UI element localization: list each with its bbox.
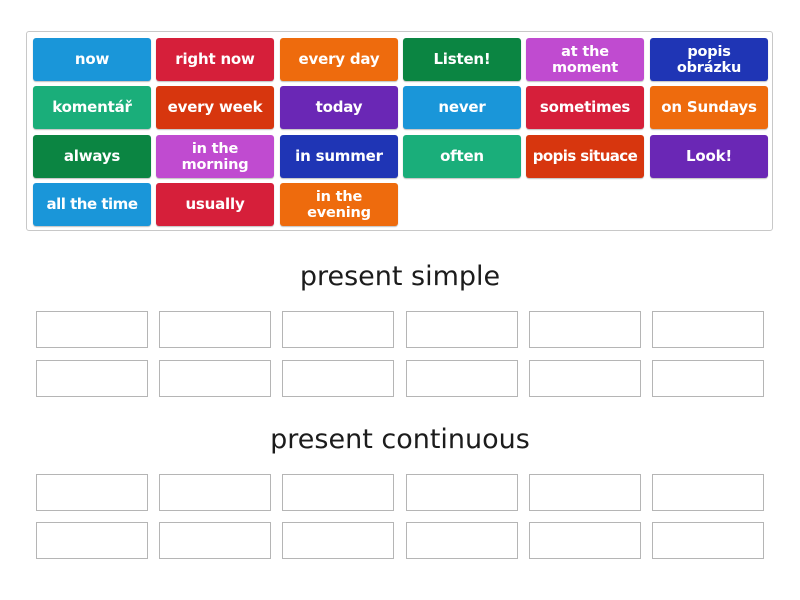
drop-slot[interactable] [652, 474, 764, 511]
drop-slot[interactable] [406, 522, 518, 559]
tile-at-the-moment[interactable]: at the moment [526, 38, 644, 81]
tile-look[interactable]: Look! [650, 135, 768, 178]
drop-slot[interactable] [36, 311, 148, 348]
tile-every-week[interactable]: every week [156, 86, 274, 129]
drop-slot[interactable] [159, 522, 271, 559]
drop-slot[interactable] [159, 474, 271, 511]
tile-never[interactable]: never [403, 86, 521, 129]
tile-right-now[interactable]: right now [156, 38, 274, 81]
drop-slot[interactable] [159, 360, 271, 397]
drop-slot[interactable] [282, 360, 394, 397]
tile-popis-situace[interactable]: popis situace [526, 135, 644, 178]
drop-slot[interactable] [36, 522, 148, 559]
drop-slot[interactable] [529, 522, 641, 559]
tile-sometimes[interactable]: sometimes [526, 86, 644, 129]
tile-always[interactable]: always [33, 135, 151, 178]
tile-often[interactable]: often [403, 135, 521, 178]
drop-slot[interactable] [282, 474, 394, 511]
drop-slot[interactable] [652, 522, 764, 559]
tile-komentar[interactable]: komentář [33, 86, 151, 129]
tile-all-the-time[interactable]: all the time [33, 183, 151, 226]
group-title-present-continuous: present continuous [270, 424, 530, 455]
tile-in-the-evening[interactable]: in the evening [280, 183, 398, 226]
drop-slot[interactable] [282, 311, 394, 348]
tile-popis-obrazku[interactable]: popis obrázku [650, 38, 768, 81]
tile-usually[interactable]: usually [156, 183, 274, 226]
drop-slot[interactable] [529, 360, 641, 397]
drop-slot[interactable] [529, 311, 641, 348]
drop-slot[interactable] [652, 360, 764, 397]
tile-in-summer[interactable]: in summer [280, 135, 398, 178]
drop-slot[interactable] [36, 474, 148, 511]
tile-in-the-morning[interactable]: in the morning [156, 135, 274, 178]
drop-slot[interactable] [282, 522, 394, 559]
drop-slot[interactable] [406, 311, 518, 348]
tile-listen[interactable]: Listen! [403, 38, 521, 81]
tile-now[interactable]: now [33, 38, 151, 81]
drop-slot[interactable] [652, 311, 764, 348]
tile-every-day[interactable]: every day [280, 38, 398, 81]
drop-slot[interactable] [406, 360, 518, 397]
group-title-present-simple: present simple [299, 261, 501, 292]
drop-slot[interactable] [529, 474, 641, 511]
drop-slot[interactable] [36, 360, 148, 397]
tile-today[interactable]: today [280, 86, 398, 129]
tile-on-sundays[interactable]: on Sundays [650, 86, 768, 129]
drop-slot[interactable] [159, 311, 271, 348]
drop-slot[interactable] [406, 474, 518, 511]
